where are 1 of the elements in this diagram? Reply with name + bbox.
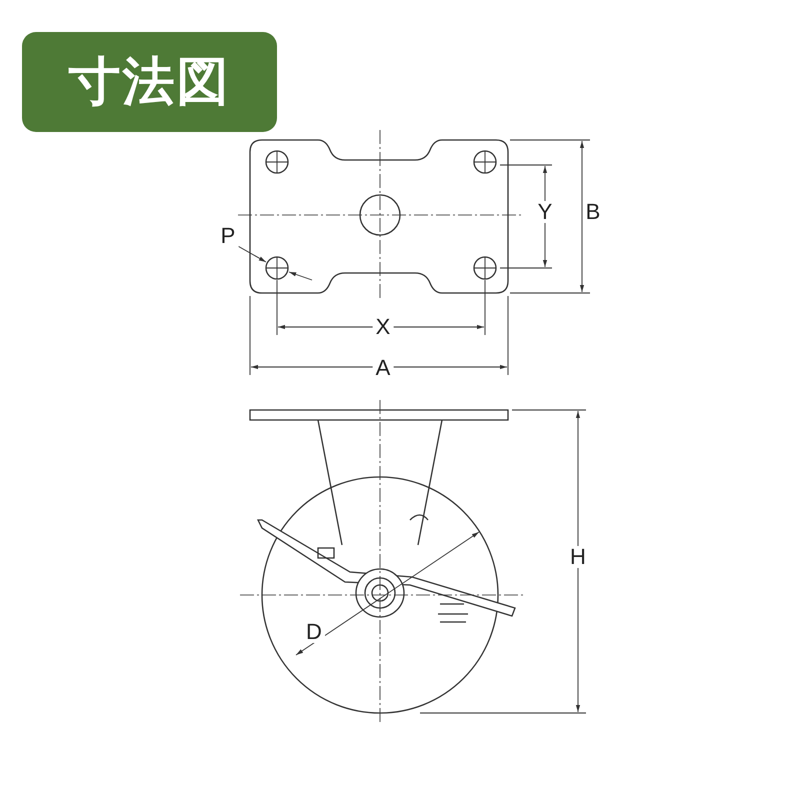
title-banner: 寸法図: [22, 32, 277, 132]
